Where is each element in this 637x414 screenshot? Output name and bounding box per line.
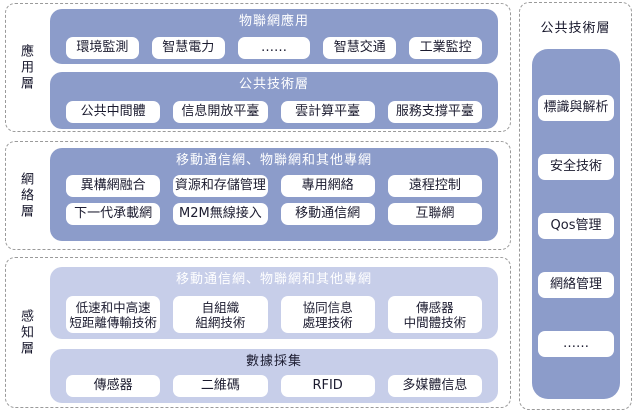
- item-heterogeneous-network-fusion: 異構網融合: [66, 175, 161, 197]
- group-title-networks: 移動通信網、物聯網和其他專網: [175, 153, 372, 168]
- group-iot-applications: 物聯網應用 環境監測 智慧電力 …… 智慧交通 工業監控: [50, 9, 498, 64]
- networks-row-1: 異構網融合 資源和存儲管理 專用網絡 遠程控制: [50, 175, 498, 197]
- application-layer-frame: 應用層 物聯網應用 環境監測 智慧電力 …… 智慧交通 工業監控 公共技術層 公…: [5, 3, 511, 132]
- item-multimedia-info: 多媒體信息: [387, 375, 482, 397]
- network-layer-frame: 網絡層 移動通信網、物聯網和其他專網 異構網融合 資源和存儲管理 專用網絡 遠程…: [5, 141, 511, 250]
- group-transmission-technologies: 移動通信網、物聯網和其他專網 低速和中高速 短距離傳輸技術 自組織 組網技術 協…: [50, 267, 498, 339]
- item-side-ellipsis: ……: [538, 331, 614, 357]
- side-panel-pill: 標識與解析 安全技術 Qos管理 網絡管理 ……: [532, 49, 620, 399]
- item-remote-control: 遠程控制: [387, 175, 482, 197]
- transmission-row: 低速和中高速 短距離傳輸技術 自組織 組網技術 協同信息 處理技術 傳感器 中間…: [50, 296, 498, 333]
- item-qos-management: Qos管理: [538, 213, 614, 239]
- network-layer-label: 網絡層: [18, 171, 33, 220]
- iot-applications-row: 環境監測 智慧電力 …… 智慧交通 工業監控: [50, 37, 498, 59]
- item-network-management: 網絡管理: [538, 272, 614, 298]
- perception-layer-frame: 感知層 移動通信網、物聯網和其他專網 低速和中高速 短距離傳輸技術 自組織 組網…: [5, 257, 511, 408]
- item-cloud-computing-platform: 雲計算平臺: [280, 101, 375, 123]
- item-sensor-middleware-tech: 傳感器 中間體技術: [387, 296, 482, 333]
- item-rfid: RFID: [280, 375, 375, 397]
- group-title-iot-applications: 物聯網應用: [238, 14, 309, 29]
- item-collaborative-info-processing-tech: 協同信息 處理技術: [280, 296, 375, 333]
- item-qr-code: 二維碼: [173, 375, 268, 397]
- item-smart-power: 智慧電力: [151, 37, 225, 59]
- item-smart-transport: 智慧交通: [323, 37, 397, 59]
- item-info-open-platform: 信息開放平臺: [173, 101, 268, 123]
- networks-row-2: 下一代承載網 M2M無線接入 移動通信網 互聯網: [50, 203, 498, 225]
- item-environment-monitoring: 環境監測: [66, 37, 139, 59]
- item-service-support-platform: 服務支撐平臺: [387, 101, 482, 123]
- group-public-technology: 公共技術層 公共中間體 信息開放平臺 雲計算平臺 服務支撐平臺: [50, 72, 498, 129]
- item-public-middleware: 公共中間體: [66, 101, 161, 123]
- perception-layer-label: 感知層: [18, 308, 33, 357]
- item-m2m-wireless-access: M2M無線接入: [173, 203, 268, 225]
- application-layer-label: 應用層: [18, 43, 33, 92]
- item-private-network: 專用網絡: [280, 175, 375, 197]
- item-sensor: 傳感器: [66, 375, 161, 397]
- group-title-transmission: 移動通信網、物聯網和其他專網: [175, 272, 372, 287]
- group-data-collection: 數據採集 傳感器 二維碼 RFID 多媒體信息: [50, 349, 498, 403]
- item-self-organizing-networking-tech: 自組織 組網技術: [173, 296, 268, 333]
- item-resource-storage-management: 資源和存儲管理: [173, 175, 268, 197]
- item-identification-resolution: 標識與解析: [538, 95, 614, 121]
- item-ellipsis: ……: [237, 37, 311, 59]
- item-short-range-transmission-tech: 低速和中高速 短距離傳輸技術: [66, 296, 161, 333]
- item-mobile-communication-network: 移動通信網: [280, 203, 375, 225]
- group-title-data-collection: 數據採集: [245, 354, 302, 369]
- data-collection-row: 傳感器 二維碼 RFID 多媒體信息: [50, 375, 498, 397]
- item-security-technology: 安全技術: [538, 154, 614, 180]
- side-public-technology-frame: 公共技術層 標識與解析 安全技術 Qos管理 網絡管理 ……: [519, 2, 632, 410]
- item-next-gen-bearer-network: 下一代承載網: [66, 203, 161, 225]
- group-title-public-technology: 公共技術層: [238, 77, 309, 92]
- public-technology-row: 公共中間體 信息開放平臺 雲計算平臺 服務支撐平臺: [50, 101, 498, 123]
- item-internet: 互聯網: [387, 203, 482, 225]
- side-panel-title: 公共技術層: [540, 21, 611, 36]
- group-networks: 移動通信網、物聯網和其他專網 異構網融合 資源和存儲管理 專用網絡 遠程控制 下…: [50, 148, 498, 241]
- item-industrial-monitoring: 工業監控: [409, 37, 482, 59]
